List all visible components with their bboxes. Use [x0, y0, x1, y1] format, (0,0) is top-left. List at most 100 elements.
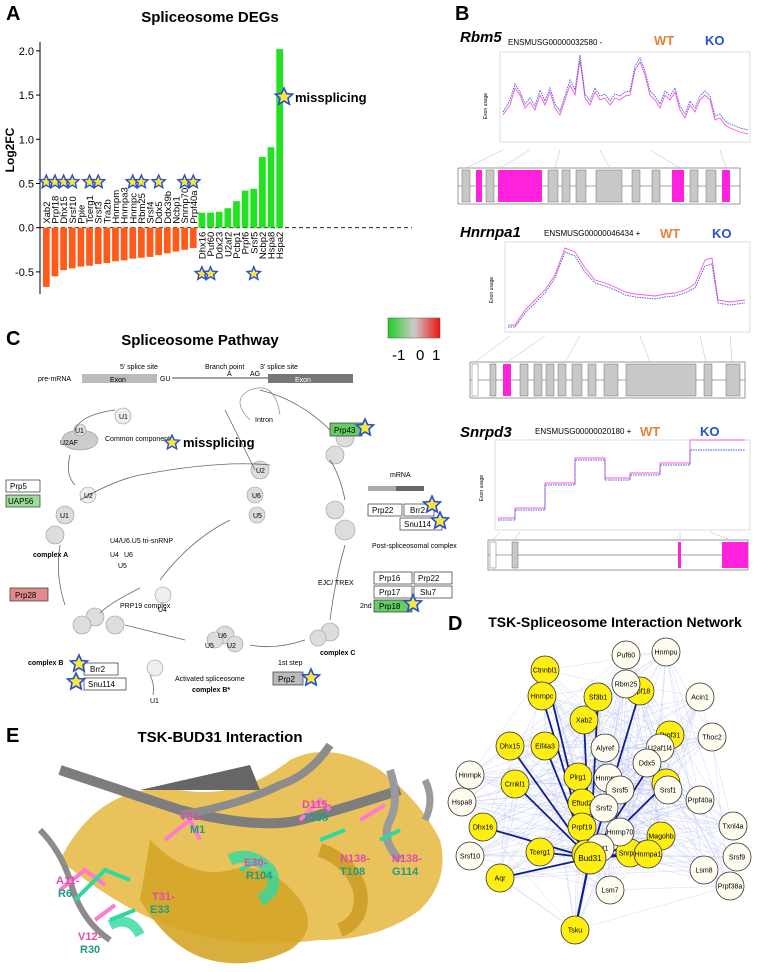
- bar: [250, 188, 258, 228]
- label-u6-c: U6: [218, 633, 227, 640]
- category-label: Ncbp1: [171, 196, 182, 223]
- network-edge: [499, 745, 511, 879]
- bar: [60, 227, 67, 271]
- gene-model: [487, 531, 749, 571]
- gene-node-white: [611, 640, 641, 670]
- star-icon: [421, 494, 443, 514]
- category-label: Puf60: [206, 232, 217, 257]
- box-prp2: Prp2: [278, 675, 295, 684]
- bar: [120, 227, 128, 261]
- residue-3-top: A11-: [56, 875, 80, 887]
- gene-node-white: [589, 793, 619, 823]
- missplicing-legend-c: missplicing: [162, 433, 255, 451]
- panel-c: C Spliceosome Pathway -1 0 1 5' splice s…: [5, 317, 457, 705]
- bar: [42, 227, 50, 287]
- label-activated: Activated spliceosome: [175, 676, 245, 683]
- category-label: Ppie: [76, 205, 87, 224]
- category-label: Prpf18: [50, 196, 61, 224]
- label-complex-bstar: complex B*: [192, 687, 230, 694]
- gene-node-label: Prpf38a: [718, 884, 743, 891]
- label-u5-b: U5: [253, 513, 262, 520]
- gene-node-label: Alyref: [596, 746, 614, 753]
- category-label: Ddx39b: [163, 191, 174, 224]
- star-icon: [65, 671, 87, 691]
- box-prp22-b: Prp22: [418, 574, 440, 583]
- residue-8-bottom: R30: [80, 944, 100, 956]
- panel-e-letter: E: [6, 725, 19, 747]
- spliceosome-diagram: [45, 387, 356, 677]
- gene-node-white: [689, 855, 719, 885]
- bar: [146, 227, 154, 257]
- residue-4-top: E30-: [244, 857, 268, 869]
- label-complex-c: complex C: [320, 650, 355, 657]
- gene-node-label: Hnrnp70: [607, 830, 634, 837]
- y-label: Exon usage: [483, 93, 489, 120]
- gene-node-white: [590, 733, 620, 763]
- network-edge: [665, 651, 701, 801]
- bar: [233, 201, 240, 228]
- network-edge: [544, 651, 667, 671]
- gene-node-yellow: [468, 812, 498, 842]
- label-u1-c: U1: [60, 513, 69, 520]
- gene-node-yellow: [569, 705, 599, 735]
- network-edge: [482, 695, 543, 828]
- category-label: Srsf5: [249, 232, 260, 254]
- box-prp16: Prp16: [379, 574, 401, 583]
- residue-6-bottom: G114: [392, 866, 419, 878]
- gene-node-label: Hnrnpk: [459, 773, 482, 780]
- category-label: Srsf4: [146, 201, 157, 223]
- category-label: Srsf3: [94, 201, 105, 223]
- bar: [77, 227, 85, 267]
- bar: [241, 190, 249, 228]
- label-u1-b: U1: [75, 428, 84, 435]
- star-icon: [429, 510, 451, 530]
- network-edge: [699, 799, 731, 887]
- ko-label: KO: [705, 33, 725, 48]
- label-u2-b: U2: [256, 468, 265, 475]
- gene-node-white: [653, 775, 683, 805]
- y-tick-label: 0.0: [19, 223, 34, 235]
- wt-label: WT: [660, 226, 680, 241]
- gene-node-label: Tcerg1: [529, 850, 550, 857]
- star-icon: [300, 667, 322, 687]
- residue-6-top: N138-: [392, 853, 422, 865]
- panel-d-title: TSK-Spliceosome Interaction Network: [488, 614, 742, 630]
- label-a: A: [227, 371, 232, 378]
- network-edge: [609, 885, 731, 891]
- wt-line: [498, 439, 745, 519]
- ko-label: KO: [700, 424, 720, 439]
- bar: [267, 147, 275, 228]
- residue-1-top: T31-: [180, 811, 203, 823]
- network-edge: [603, 799, 701, 809]
- ensembl-id: ENSMUSG00000046434 +: [544, 229, 641, 238]
- network-edge: [604, 747, 705, 871]
- category-label: Hspa2: [275, 232, 286, 259]
- bar-chart: -0.50.00.51.01.52.0Xab2Prpf18Dhx15Srsf10…: [15, 42, 412, 294]
- scale-mid: 0: [416, 347, 424, 364]
- label-u2: U2: [84, 493, 93, 500]
- missplicing-legend: missplicing: [273, 86, 367, 106]
- network-edge: [583, 696, 701, 721]
- label-common: Common components: [105, 436, 174, 443]
- category-label: Prpf40a: [189, 190, 200, 224]
- color-scale: -1 0 1: [387, 317, 440, 364]
- star-icon: [245, 264, 263, 281]
- panel-d: D TSK-Spliceosome Interaction Network Ct…: [447, 613, 752, 945]
- gene-model: [457, 149, 741, 205]
- gene-node-label: Puf60: [617, 653, 635, 660]
- gene-name: Snrpd3: [460, 424, 512, 441]
- panel-c-title: Spliceosome Pathway: [121, 332, 279, 349]
- gene-node-label: Hnrnpm: [596, 776, 621, 783]
- category-label: Pcbp1: [232, 232, 243, 259]
- residue-7-top: T31-: [152, 891, 175, 903]
- gene-node-white: [685, 682, 715, 712]
- bar: [189, 227, 197, 249]
- gene-name: Hnrnpa1: [460, 224, 521, 241]
- category-label: Hnrnpm: [111, 190, 122, 224]
- ko-line: [508, 251, 746, 328]
- gene-node-yellow: [583, 682, 613, 712]
- gene-model: [469, 335, 746, 399]
- panel-a-letter: A: [6, 3, 20, 25]
- label-post-complex: Post-spliceosomal complex: [372, 543, 457, 550]
- bar: [259, 156, 266, 228]
